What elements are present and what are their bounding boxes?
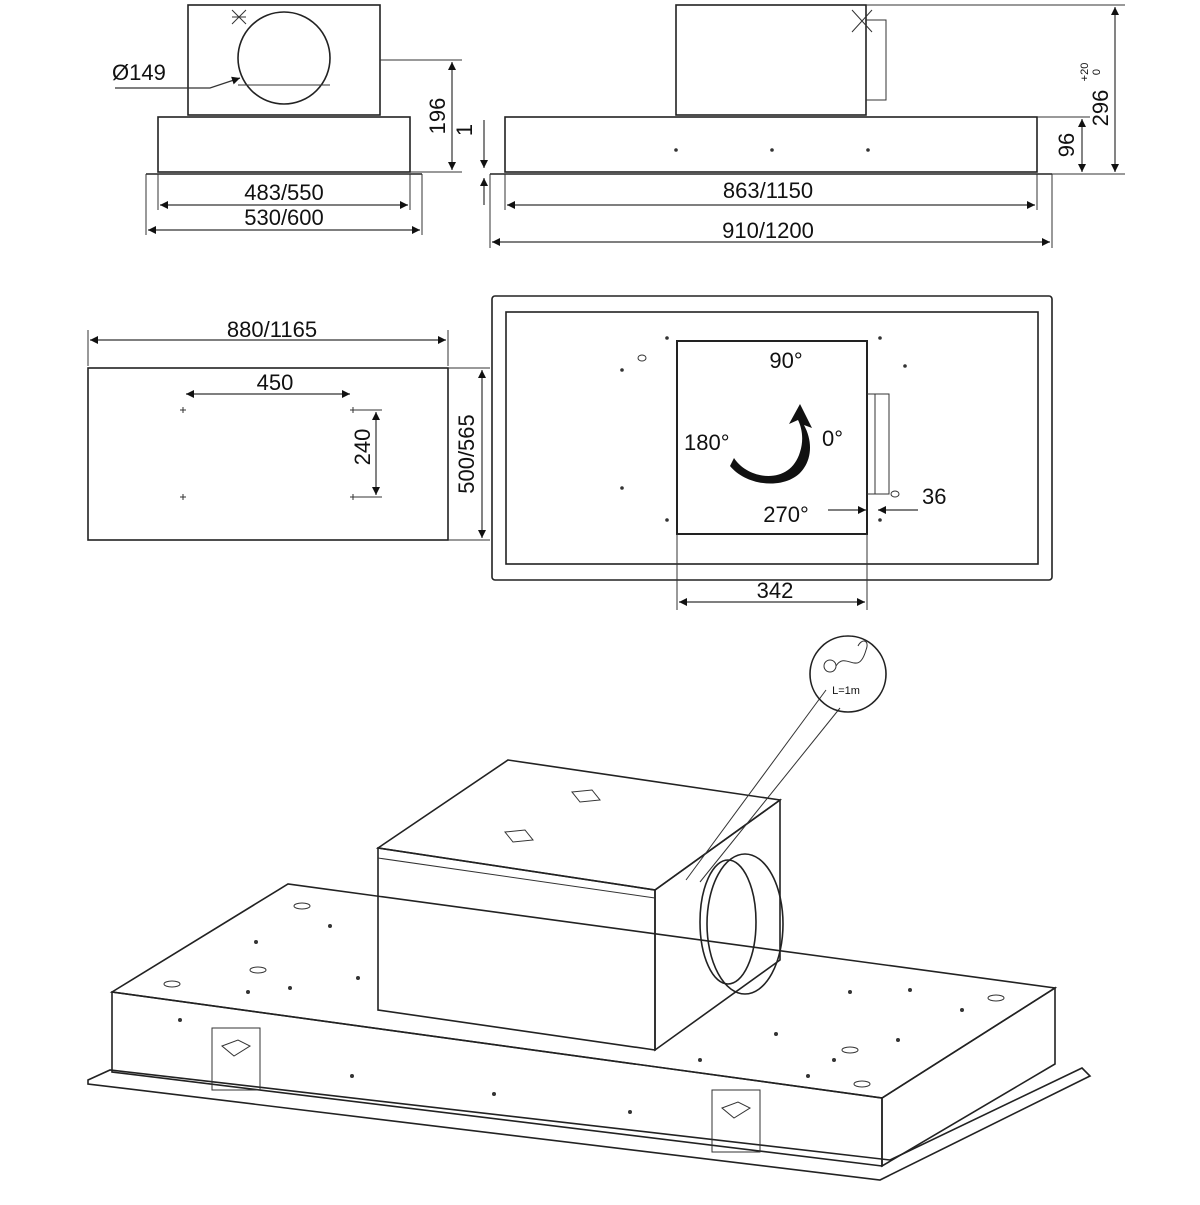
motor-box-side [187,4,381,116]
duct-circle [237,11,331,105]
duct-diameter-label: Ø149 [112,60,166,85]
motor-box-plan [676,340,868,535]
iso-slots [163,902,1005,1088]
hood-front-face [111,991,883,1167]
side-view: Ø149 196 1 483/550 530/600 [112,4,488,235]
duct-collar [866,19,887,101]
hood-side-face [881,986,1056,1168]
front-view: 863/1150 910/1200 96 296 +20 0 [489,4,1125,248]
offset-label: 36 [922,484,946,509]
tolerance-plus: +20 [1079,63,1091,82]
isometric-view: L=1m [87,635,1092,1181]
hole-spacing-y-label: 240 [350,429,375,466]
outer-length-label: 910/1200 [722,218,814,243]
callout-leader [685,689,827,881]
outer-width-label: 530/600 [244,205,324,230]
angle-90-label: 90° [769,348,802,373]
mount-mark-front [851,9,873,33]
hole-spacing-x-label: 450 [257,370,294,395]
slot-hole [637,354,647,362]
front-brackets [211,1027,761,1153]
hood-panel-side [157,116,411,173]
plan-screw-holes [620,336,907,522]
motor-side-face [654,798,781,1052]
plan-view: 90° 180° 0° 270° 36 342 [491,295,1053,610]
tolerance-minus: 0 [1091,69,1103,75]
diameter-leader [115,76,241,89]
callout-leader [699,707,841,883]
angle-180-label: 180° [684,430,730,455]
cutout-length-label: 880/1165 [227,317,317,342]
duct-side-plan [867,393,890,495]
total-height-label: 296 [1088,90,1113,127]
mount-mark-side [231,9,247,25]
front-screw-holes [674,148,870,152]
inner-length-label: 863/1150 [723,178,813,203]
iso-holes [178,924,964,1114]
plug-cable-icon [823,640,868,673]
cutout-view: 880/1165 450 240 500/565 [87,317,490,541]
cutout-holes [180,407,356,500]
hood-flange [87,1067,1092,1181]
slot-hole [890,490,900,498]
duct-ring-outer [706,853,784,995]
panel-height-label: 96 [1054,133,1079,157]
rotation-arrow-icon [730,404,812,484]
top-mount-brackets [504,789,601,843]
angle-0-label: 0° [822,426,843,451]
hood-panel-front [504,116,1038,173]
angle-270-label: 270° [763,502,809,527]
inner-width-label: 483/550 [244,180,324,205]
cable-detail-circle [809,635,887,713]
motor-box-front [675,4,867,116]
duct-ring-inner [699,859,757,985]
motor-edge [377,857,656,899]
motor-width-label: 342 [757,578,794,603]
gap-label: 1 [452,124,477,136]
box-height-label: 196 [425,98,450,135]
cutout-depth-label: 500/565 [454,414,479,494]
hood-top-face [109,883,1058,1099]
cable-length-label: L=1m [832,685,860,697]
